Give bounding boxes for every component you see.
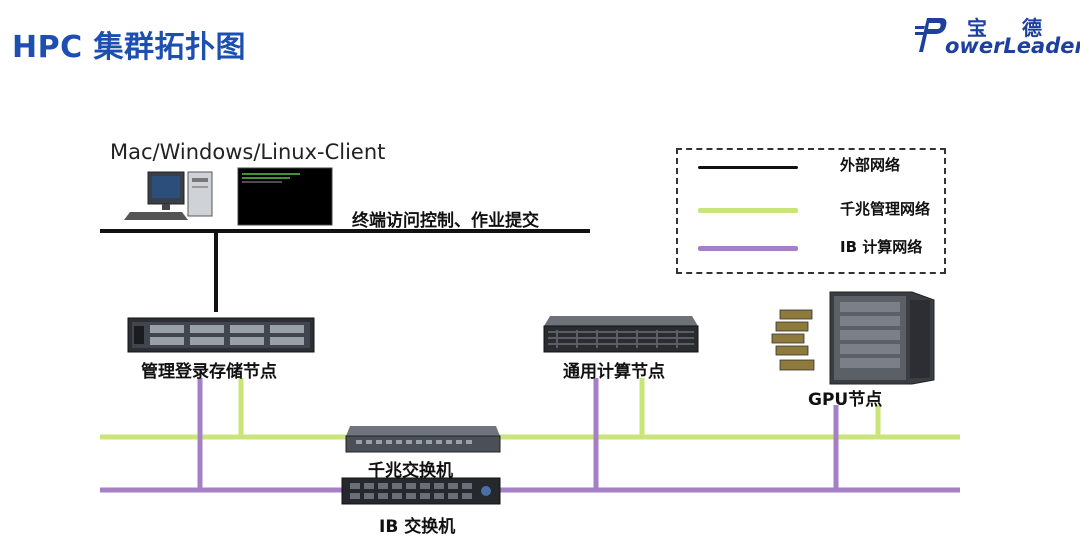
bus-label: 终端访问控制、作业提交 <box>352 211 539 231</box>
legend-line-gige <box>698 208 798 213</box>
legend-item-ib: IB 计算网络 <box>698 236 938 260</box>
legend-label-gige: 千兆管理网络 <box>840 200 931 218</box>
terminal-window-icon <box>237 167 333 226</box>
logo-cn-text: 宝 德 <box>967 16 1056 40</box>
gpu-server-icon <box>771 291 935 385</box>
legend-item-external: 外部网络 <box>698 154 938 178</box>
desktop-pc-icon <box>124 171 213 220</box>
ib-switch-icon <box>341 477 501 505</box>
legend-box: 外部网络 千兆管理网络 IB 计算网络 <box>676 148 946 274</box>
client-label: Mac/Windows/Linux-Client <box>110 140 386 164</box>
powerleader-logo: 宝 德 owerLeader <box>915 12 1080 62</box>
ib-switch-label: IB 交换机 <box>379 517 456 537</box>
gige-switch-label: 千兆交换机 <box>368 461 453 481</box>
legend-line-ib <box>698 246 798 251</box>
legend-line-external <box>698 166 798 169</box>
gige-switch-icon <box>345 426 501 453</box>
compute-server-icon <box>543 316 699 353</box>
legend-item-gige: 千兆管理网络 <box>698 198 938 222</box>
logo-en-text: owerLeader <box>945 34 1080 58</box>
legend-label-ib: IB 计算网络 <box>840 238 923 256</box>
mgmt-server-icon <box>127 317 315 353</box>
logo-p-icon <box>915 18 947 52</box>
mgmt-node-label: 管理登录存储节点 <box>141 362 277 382</box>
slide-title: HPC 集群拓扑图 <box>12 30 247 65</box>
legend-label-external: 外部网络 <box>840 156 901 174</box>
gpu-node-label: GPU节点 <box>808 390 883 410</box>
compute-node-label: 通用计算节点 <box>563 362 665 382</box>
